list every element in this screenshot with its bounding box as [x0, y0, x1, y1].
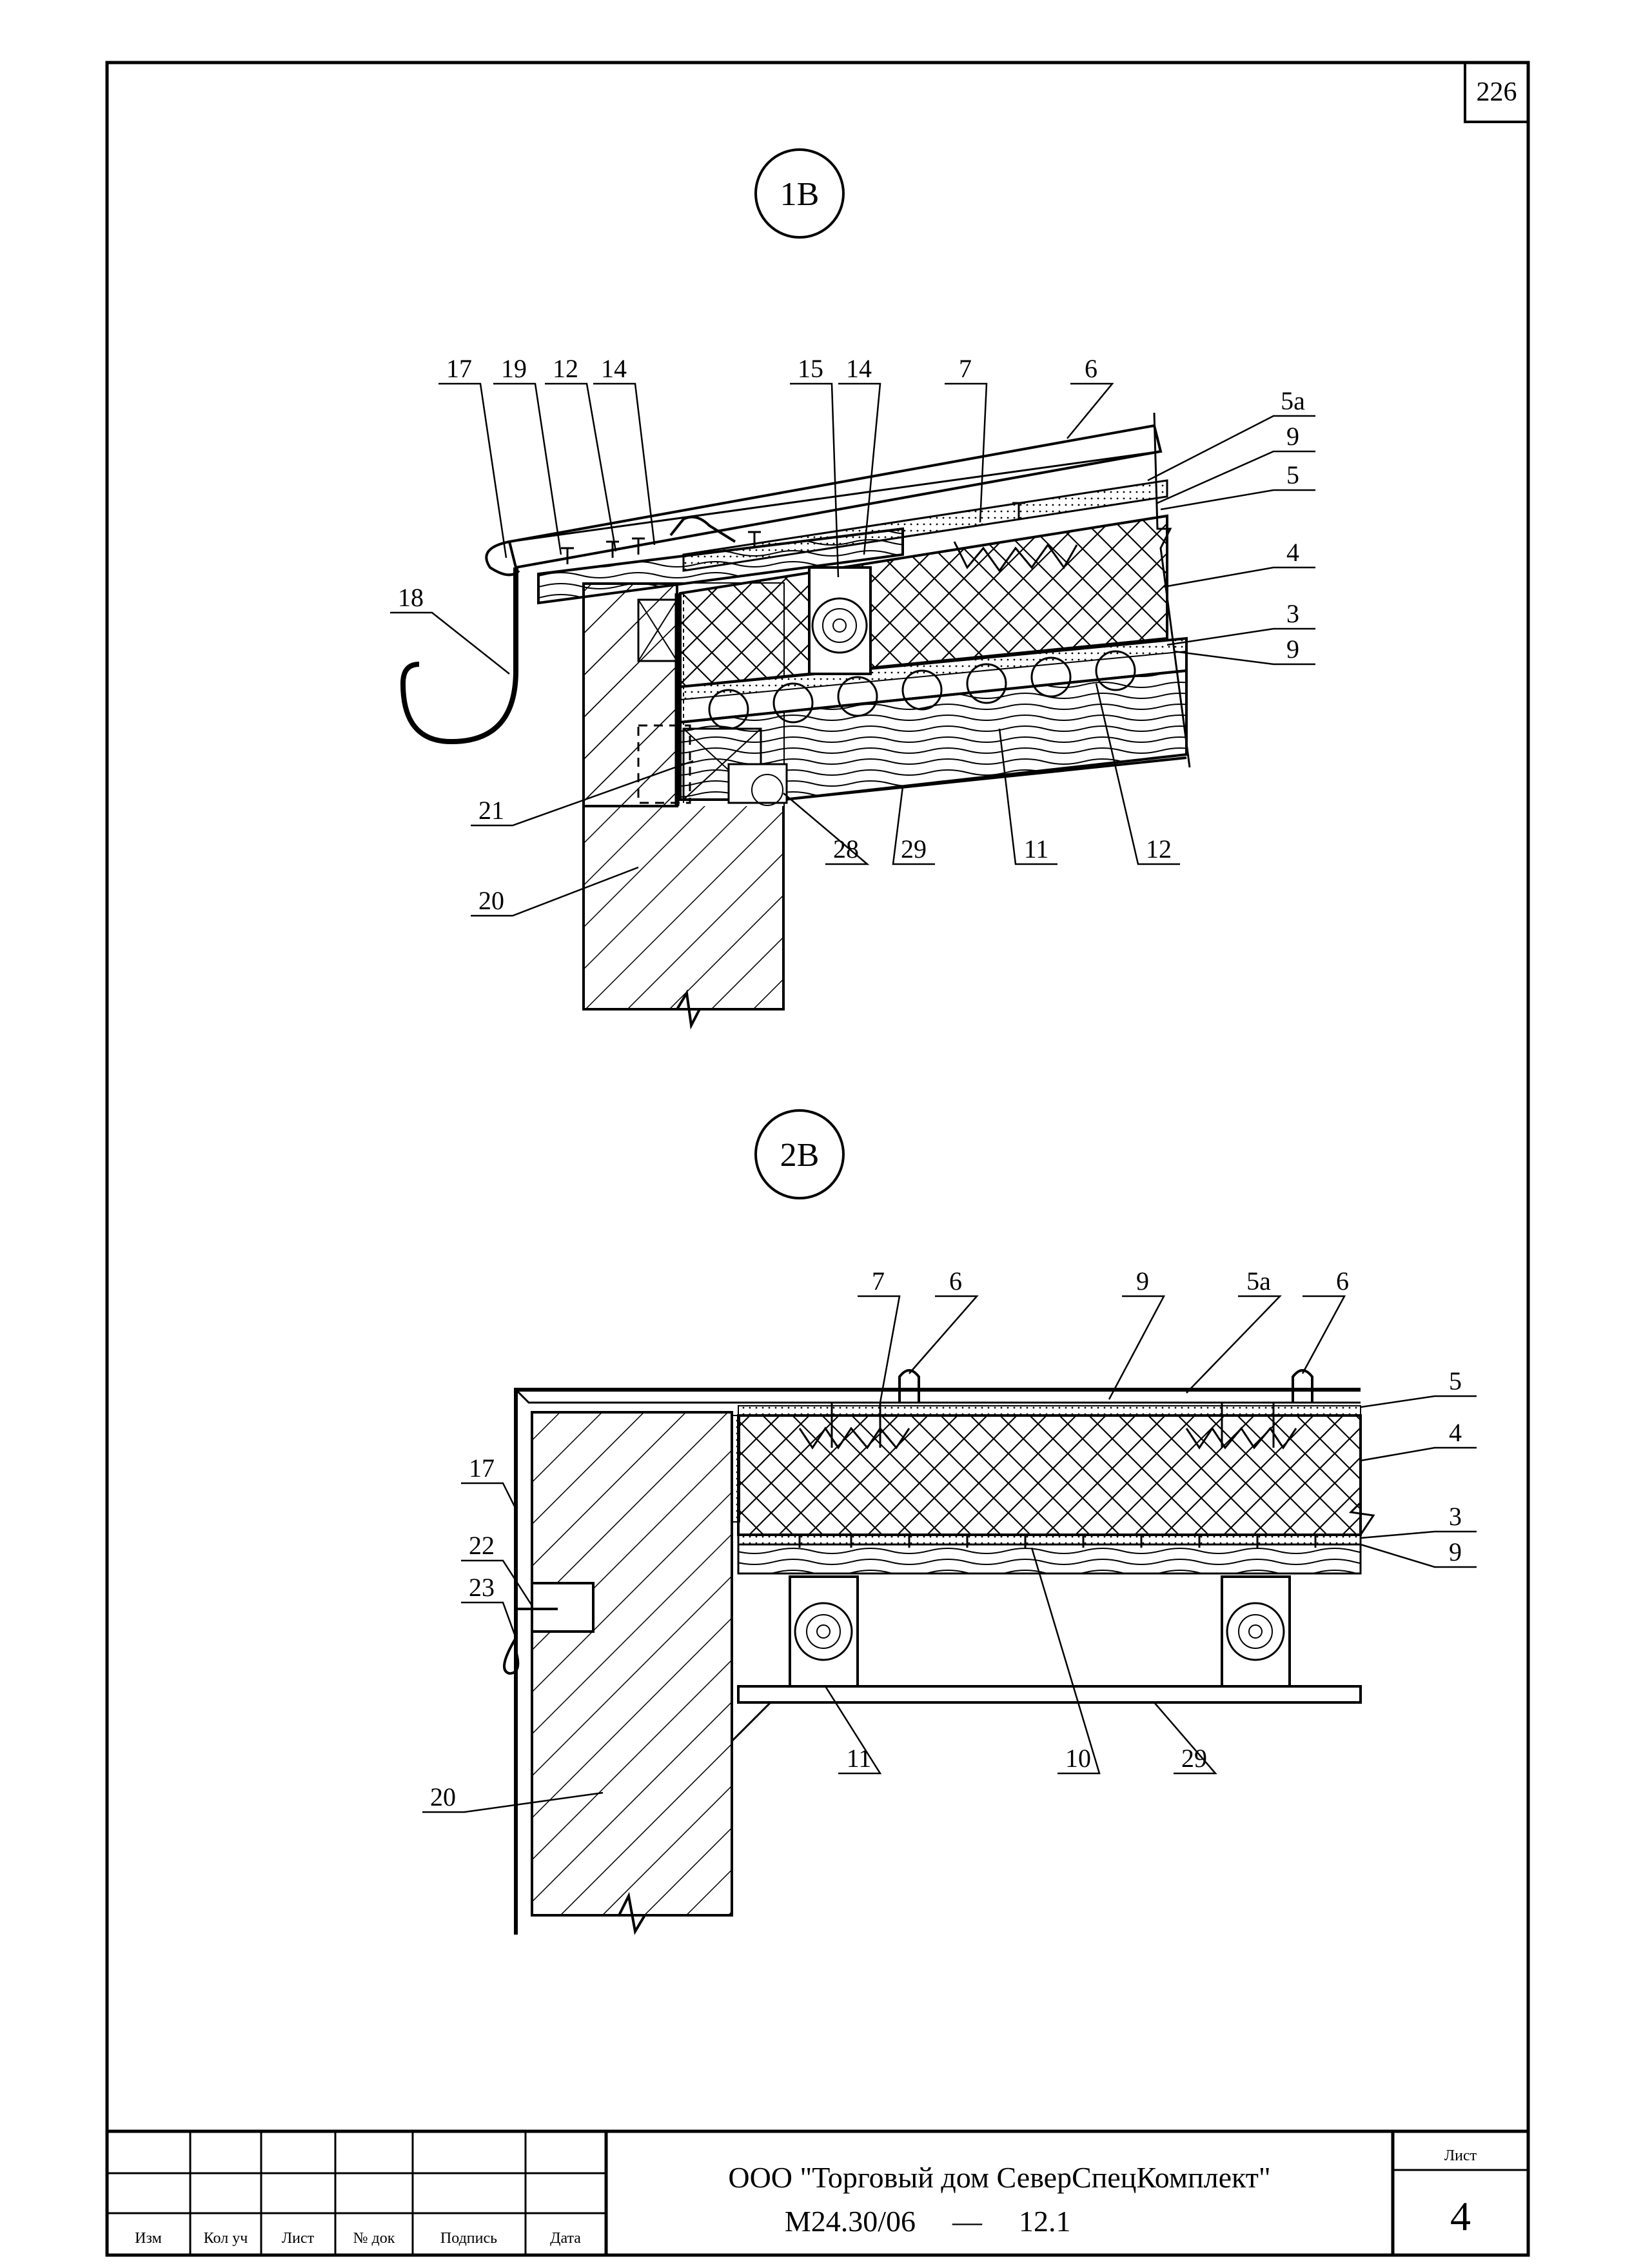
label-2b-23: 23: [469, 1573, 495, 1602]
detail-1b-labels: 17 19 12 14 15 14 7 6 5а 9 5 4 3 9 18 21…: [398, 354, 1305, 915]
label-1b-21: 21: [478, 796, 504, 825]
label-1b-20: 20: [478, 886, 504, 915]
label-2b-6b: 6: [1336, 1267, 1349, 1296]
label-2b-10: 10: [1065, 1744, 1091, 1773]
label-1b-15: 15: [798, 354, 823, 383]
label-2b-5a: 5а: [1246, 1267, 1271, 1296]
document-code: М24.30/06: [785, 2205, 916, 2238]
detail-1b-marker: [754, 148, 845, 239]
detail-2b: 2В: [422, 1109, 1477, 1935]
label-1b-9: 9: [1286, 422, 1299, 451]
sheet-label: Лист: [1444, 2147, 1477, 2164]
label-1b-28: 28: [833, 834, 859, 863]
label-2b-29: 29: [1181, 1744, 1207, 1773]
label-1b-14: 14: [601, 354, 627, 383]
label-2b-17: 17: [469, 1454, 495, 1483]
detail-2b-title: 2В: [780, 1137, 820, 1174]
detail-1b-insulation: [679, 514, 1168, 689]
detail-1b: 1В: [390, 148, 1315, 1030]
column-izm: Изм: [135, 2230, 162, 2247]
label-2b-7: 7: [872, 1267, 885, 1296]
label-2b-9: 9: [1136, 1267, 1149, 1296]
detail-1b-title: 1В: [780, 176, 820, 213]
detail-2b-joists: [789, 1575, 1291, 1688]
detail-1b-beam: [679, 669, 1188, 801]
document-dash: —: [952, 2205, 983, 2238]
label-1b-12: 12: [553, 354, 578, 383]
label-1b-5a: 5а: [1281, 386, 1305, 415]
column-data: Дата: [550, 2230, 581, 2247]
column-list: Лист: [282, 2230, 315, 2247]
label-1b-11: 11: [1024, 834, 1049, 863]
column-kol-uch: Кол уч: [204, 2230, 248, 2247]
label-1b-18: 18: [398, 583, 424, 612]
label-1b-17: 17: [446, 354, 472, 383]
label-2b-6: 6: [949, 1267, 962, 1296]
label-2b-9b: 9: [1449, 1537, 1462, 1566]
sheet-value: 4: [1450, 2193, 1471, 2239]
label-2b-5: 5: [1449, 1366, 1462, 1395]
detail-2b-labels: 7 6 9 5а 6 5 4 3 9 17 22 23 20 11 10 29: [430, 1267, 1462, 1811]
label-1b-19: 19: [501, 354, 527, 383]
label-2b-20: 20: [430, 1782, 456, 1811]
document-sub: 12.1: [1019, 2205, 1071, 2238]
label-1b-14b: 14: [846, 354, 872, 383]
detail-1b-gutter: [400, 567, 518, 745]
detail-1b-leaders: [390, 382, 1315, 917]
label-2b-3: 3: [1449, 1502, 1462, 1531]
label-1b-7: 7: [959, 354, 972, 383]
column-podpis: Подпись: [440, 2230, 497, 2247]
label-1b-12b: 12: [1146, 834, 1172, 863]
column-n-dok: № док: [353, 2230, 395, 2247]
label-1b-29: 29: [901, 834, 927, 863]
top-sheet-number: 226: [1477, 77, 1517, 107]
label-2b-22: 22: [469, 1531, 495, 1560]
label-1b-3: 3: [1286, 599, 1299, 628]
label-1b-4: 4: [1286, 538, 1299, 567]
title-block: Изм Кол уч Лист № док Подпись Дата ООО "…: [105, 2129, 1530, 2257]
detail-2b-leaders: [422, 1295, 1477, 1813]
label-1b-9b: 9: [1286, 635, 1299, 664]
label-2b-4: 4: [1449, 1418, 1462, 1447]
label-2b-11: 11: [847, 1744, 872, 1773]
label-1b-6: 6: [1085, 354, 1097, 383]
detail-2b-marker: [754, 1109, 845, 1199]
label-1b-5: 5: [1286, 460, 1299, 489]
detail-2b-wall: [531, 1411, 733, 1917]
organization-name: ООО "Торговый дом СеверСпецКомплект": [728, 2161, 1270, 2194]
top-sheet-number-box: [1464, 61, 1529, 123]
